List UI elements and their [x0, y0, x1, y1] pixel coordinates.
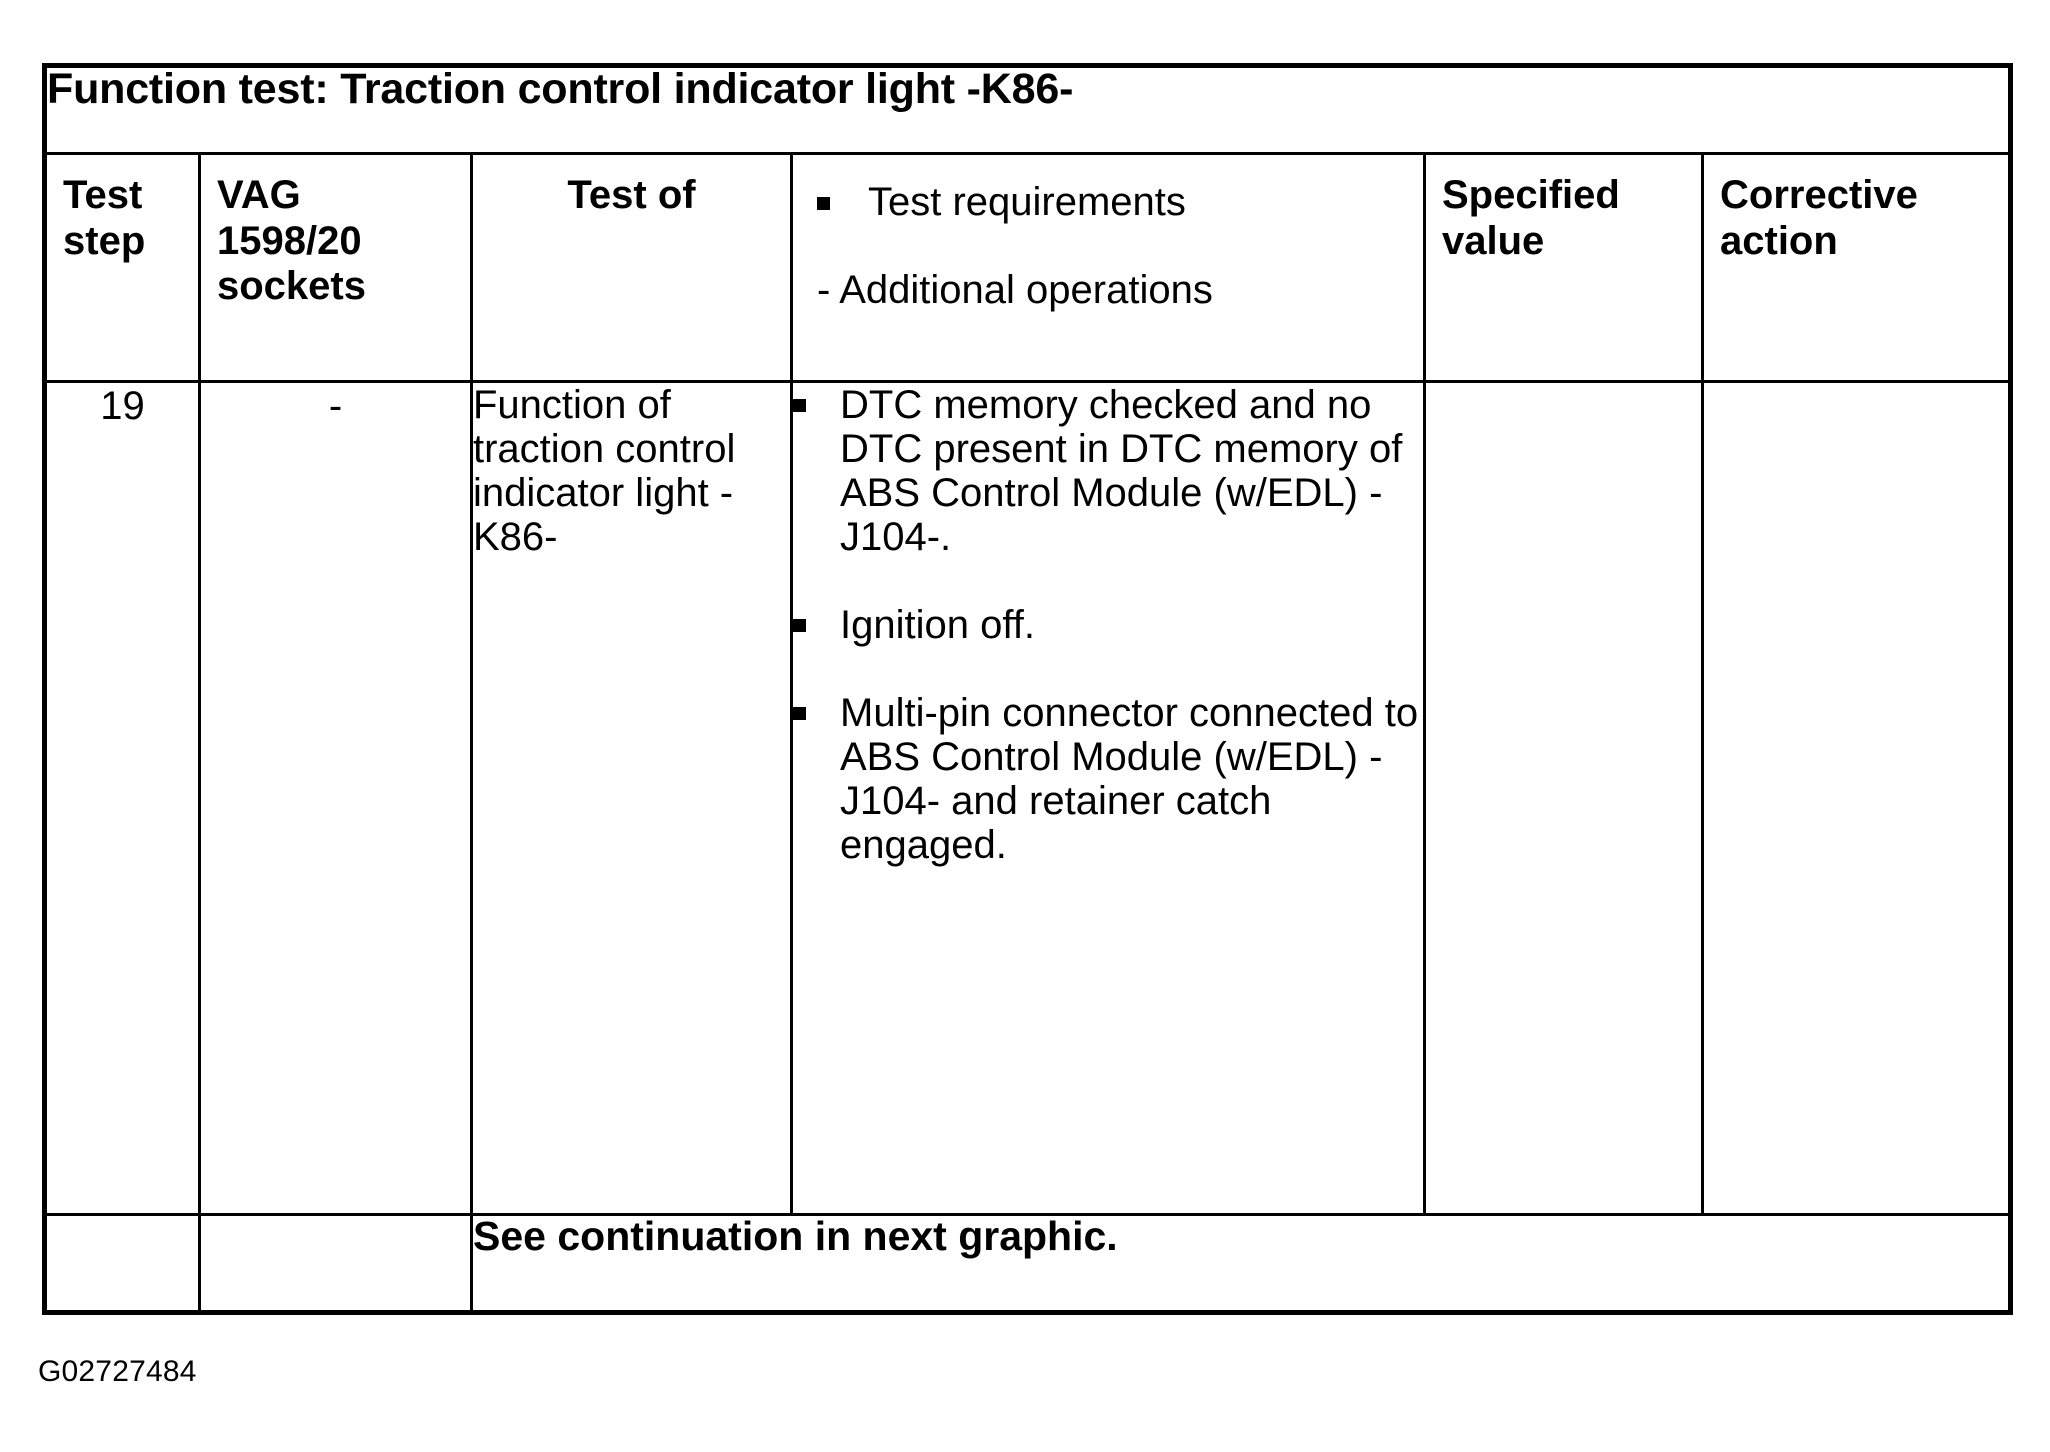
header-vag-line2: 1598/20 — [217, 218, 362, 263]
page-title: Function test: Traction control indicato… — [47, 65, 1074, 113]
table-title-cell: Function test: Traction control indicato… — [41, 63, 2014, 155]
cell-specified-value — [1423, 380, 1704, 1216]
function-test-table: Function test: Traction control indicato… — [41, 63, 2014, 1315]
header-cell-specified-value: Specified value — [1423, 152, 1704, 383]
cell-test-step: 19 — [42, 380, 201, 1216]
footer-graphic-code: G02727484 — [38, 1355, 197, 1388]
header-test-requirements-row: Test requirements — [817, 179, 1413, 225]
header-cell-corrective-action: Corrective action — [1700, 152, 2014, 383]
header-test-requirements-label: Test requirements — [868, 180, 1186, 224]
requirement-text: Multi-pin connector connected to ABS Con… — [840, 691, 1419, 867]
table-continuation-row: See continuation in next graphic. — [42, 1213, 2014, 1315]
header-test-of-label: Test of — [567, 173, 696, 217]
header-test-step-line1: Test — [63, 173, 143, 217]
cell-continuation-blank-sockets — [198, 1213, 473, 1315]
header-cell-vag-sockets: VAG 1598/20 sockets — [198, 152, 473, 383]
header-cell-test-of: Test of — [470, 152, 793, 383]
cell-test-of: Function of traction control indicator l… — [470, 380, 793, 1216]
requirement-text: DTC memory checked and no DTC present in… — [840, 383, 1403, 559]
header-cell-test-step: Test step — [42, 152, 201, 383]
header-cell-requirements: Test requirements - Additional operation… — [790, 152, 1426, 383]
header-specified-line1: Specified — [1442, 173, 1620, 217]
table-title-row: Function test: Traction control indicato… — [41, 63, 2014, 155]
requirement-item: Multi-pin connector connected to ABS Con… — [793, 691, 1423, 867]
table-header-row: Test step VAG 1598/20 sockets Test of — [42, 152, 2014, 383]
square-bullet-icon — [793, 619, 806, 632]
requirement-item: Ignition off. — [793, 603, 1423, 647]
square-bullet-icon — [793, 399, 806, 412]
header-specified-line2: value — [1442, 218, 1545, 263]
table-row: 19 - Function of traction control indica… — [42, 380, 2014, 1216]
continuation-note: See continuation in next graphic. — [469, 1213, 2014, 1315]
header-test-step-line2: step — [63, 218, 146, 263]
cell-continuation-blank-step — [42, 1213, 201, 1315]
cell-requirements: DTC memory checked and no DTC present in… — [790, 380, 1426, 1216]
header-additional-operations-label: - Additional operations — [817, 268, 1213, 312]
requirement-text: Ignition off. — [840, 603, 1035, 647]
requirement-item: DTC memory checked and no DTC present in… — [793, 383, 1423, 559]
header-vag-line1: VAG — [217, 173, 301, 217]
header-corrective-line1: Corrective — [1720, 173, 1918, 217]
cell-corrective-action — [1700, 380, 2014, 1216]
header-vag-line3: sockets — [217, 264, 366, 309]
square-bullet-icon — [793, 707, 806, 720]
square-bullet-icon — [817, 197, 830, 210]
header-corrective-line2: action — [1720, 218, 1838, 263]
cell-vag-sockets: - — [198, 380, 473, 1216]
